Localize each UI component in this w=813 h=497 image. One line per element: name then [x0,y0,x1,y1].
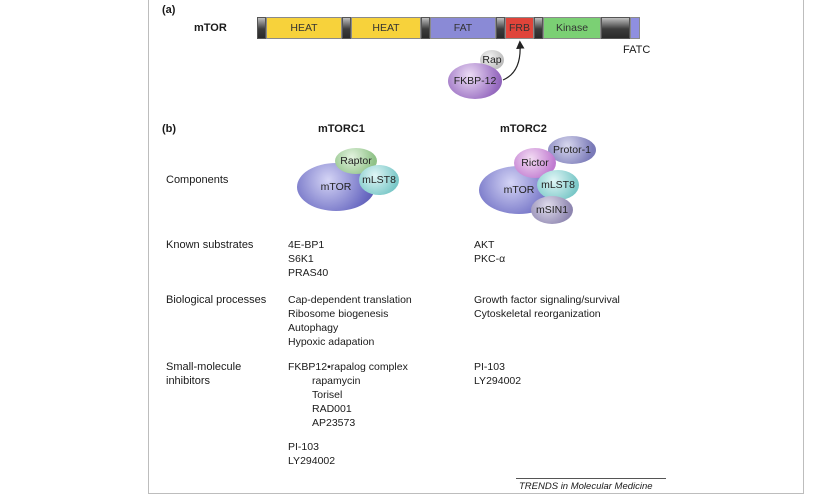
domain-gap [342,17,351,39]
mtorc1-header: mTORC1 [318,123,365,135]
msin1-subunit: mSIN1 [531,196,573,224]
fkbp12-molecule: FKBP-12 [448,63,502,99]
rictor-label: Rictor [521,157,549,169]
fkbp12-label: FKBP-12 [453,75,497,87]
list-item: Torisel [312,389,343,401]
domain-gap [421,17,430,39]
list-item: AKT [474,239,495,251]
binding-arrow [502,40,525,81]
mtorc1-mlst8-label: mLST8 [362,174,396,186]
raptor-label: Raptor [340,155,372,167]
row-label-substrates: Known substrates [166,239,254,251]
mtorc2-mlst8-label: mLST8 [541,179,575,191]
list-item: FKBP12•rapalog complex [288,361,408,373]
list-item: PKC-α [474,253,506,265]
domain-gap [534,17,543,39]
mtorc2-processes: Growth factor signaling/survival Cytoske… [474,293,620,321]
list-item: 4E-BP1 [288,239,325,251]
list-item: PI-103 [288,441,319,453]
list-item: AP23573 [312,417,356,429]
domain-kinase: Kinase [543,17,601,39]
fatc-label: FATC [623,44,651,56]
panel-b-label: (b) [162,123,177,135]
mtor-protein-label: mTOR [194,22,227,34]
footer-rule [516,478,666,479]
mtorc1-other-inhibitors: PI-103 LY294002 [288,440,335,468]
msin1-label: mSIN1 [535,204,569,216]
mtorc2-inhibitors: PI-103 LY294002 [474,360,521,388]
protor1-label: Protor-1 [553,144,591,156]
rictor-subunit: Rictor [514,148,556,178]
list-item: Hypoxic adapation [288,336,375,348]
mtorc1-inhibitors: FKBP12•rapalog complex rapamycin Torisel… [288,360,408,430]
mtorc1-substrates: 4E-BP1 S6K1 PRAS40 [288,238,328,280]
figure-frame [148,0,804,494]
list-item: Cytoskeletal reorganization [474,308,601,320]
list-item: RAD001 [312,403,352,415]
mtorc2-mtor-label: mTOR [503,184,535,196]
mtorc1-processes: Cap-dependent translation Ribosome bioge… [288,293,412,349]
domain-gap [257,17,266,39]
list-item: LY294002 [288,455,336,467]
mtorc1-mlst8-subunit: mLST8 [359,165,399,195]
mtorc2-substrates: AKT PKC-α [474,238,505,266]
domain-frb: FRB [505,17,534,39]
list-item: Cap-dependent translation [288,294,412,306]
domain-fatc [630,17,640,39]
list-item: rapamycin [312,375,361,387]
domain-heat-1: HEAT [266,17,342,39]
row-label-components: Components [166,174,229,186]
list-item: PRAS40 [288,267,329,279]
list-item: LY294002 [474,375,522,387]
row-label-inhibitors-2: inhibitors [166,375,211,387]
domain-gap [496,17,505,39]
panel-a-label: (a) [162,4,176,16]
domain-heat-2: HEAT [351,17,421,39]
list-item: Growth factor signaling/survival [474,294,620,306]
mtorc1-mtor-label: mTOR [320,181,352,193]
domain-fat: FAT [430,17,496,39]
protor1-subunit: Protor-1 [548,136,596,164]
row-label-inhibitors-1: Small-molecule [166,361,242,373]
list-item: Ribosome biogenesis [288,308,389,320]
rap-label: Rap [482,54,502,66]
mtorc2-mlst8-subunit: mLST8 [537,170,579,200]
domain-gap [601,17,630,39]
list-item: Autophagy [288,322,339,334]
mtorc2-header: mTORC2 [500,123,547,135]
list-item: PI-103 [474,361,505,373]
journal-footer: TRENDS in Molecular Medicine [519,481,653,492]
row-label-processes: Biological processes [166,294,267,306]
list-item: S6K1 [288,253,314,265]
